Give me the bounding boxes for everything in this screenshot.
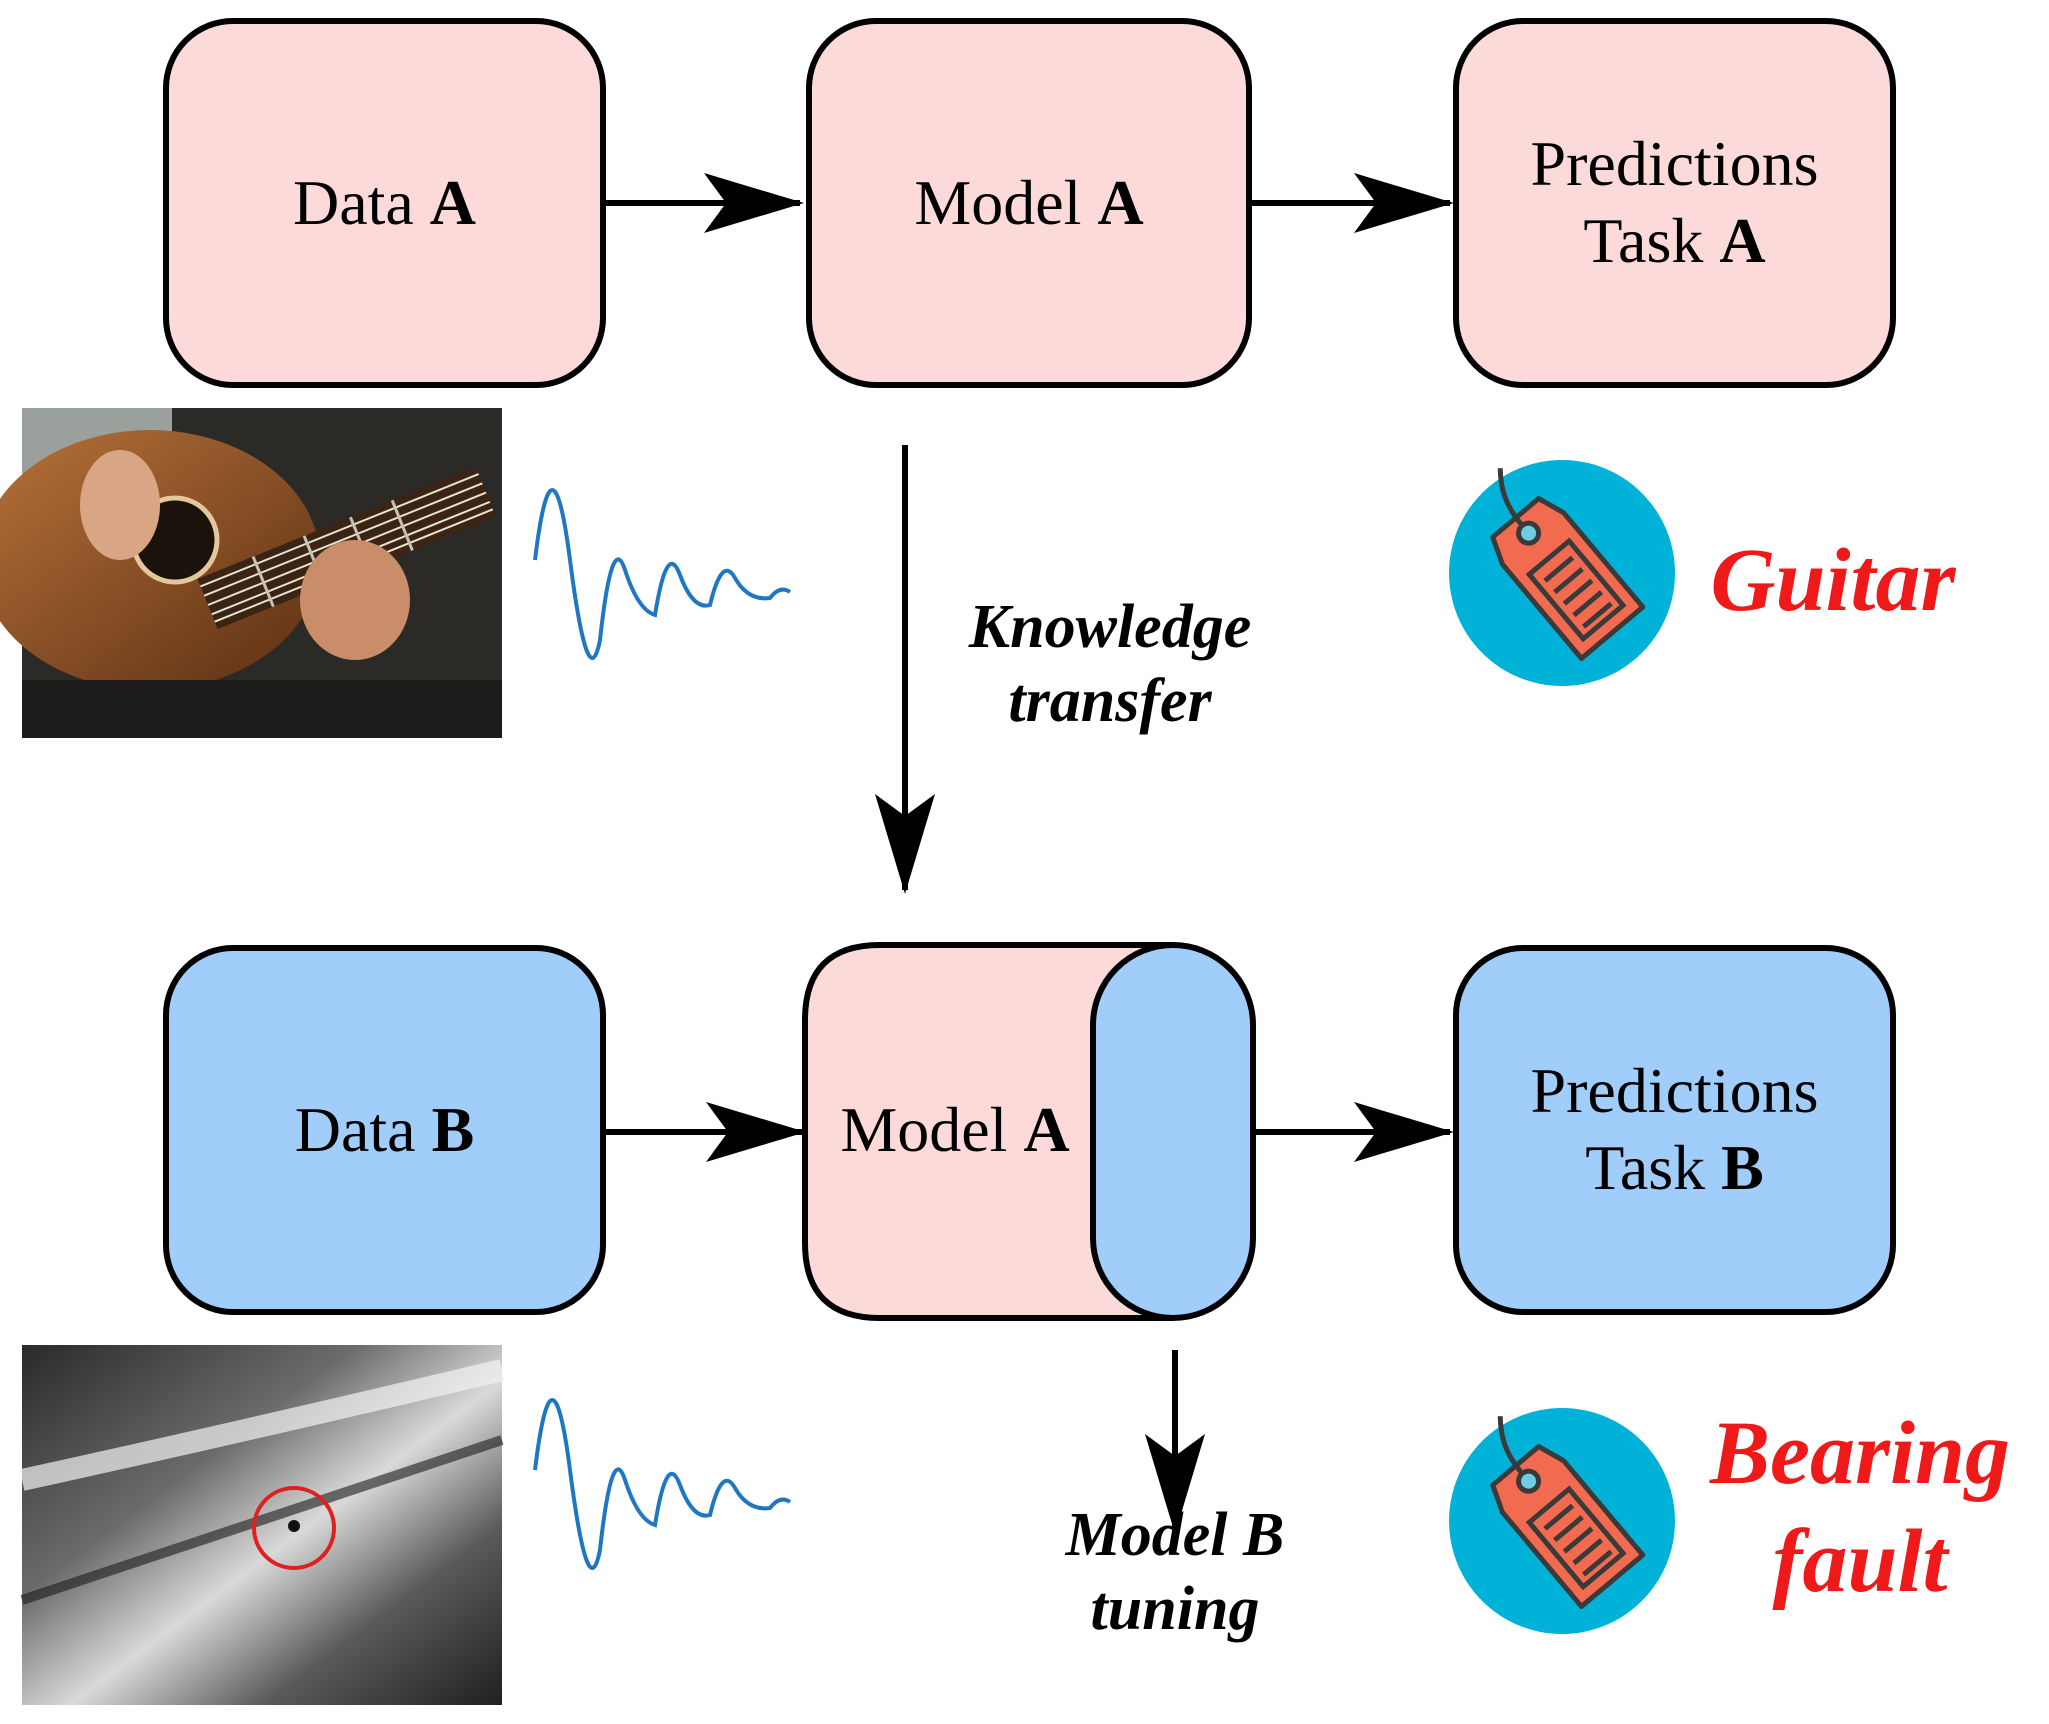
- model-cylinder: [802, 942, 1256, 1321]
- predictions-a-line2: Task A: [1583, 205, 1766, 276]
- predictions-b-line1: Predictions: [1530, 1055, 1819, 1127]
- waveform-icon-b: [533, 1398, 792, 1570]
- model-b-tuning-label: Model B tuning: [1065, 1501, 1285, 1644]
- data-b-label: Data B: [294, 1093, 475, 1165]
- class-label-bearing-fault: Bearing fault: [1709, 1404, 2011, 1611]
- waveform-icon-a: [533, 488, 792, 660]
- predictions-a-line1: Predictions: [1530, 128, 1819, 200]
- model-a-box: Model A: [806, 18, 1252, 388]
- data-b-box: Data B: [163, 945, 606, 1315]
- data-a-box: Data A: [163, 18, 606, 388]
- tag-icon-a: [1449, 455, 1675, 686]
- model-a-transfer-label: Model A: [840, 1094, 1070, 1165]
- predictions-b-line2: Task B: [1585, 1132, 1764, 1203]
- predictions-a-box: Predictions Task A: [1453, 18, 1896, 388]
- class-label-guitar: Guitar: [1710, 531, 1956, 630]
- knowledge-transfer-label: Knowledge transfer: [968, 593, 1252, 736]
- bearing-photo: [19, 1345, 505, 1705]
- guitar-photo: [0, 408, 502, 738]
- model-a-label: Model A: [914, 166, 1144, 238]
- tag-icon-b: [1449, 1403, 1675, 1634]
- predictions-b-box: Predictions Task B: [1453, 945, 1896, 1315]
- data-a-label: Data A: [292, 166, 477, 238]
